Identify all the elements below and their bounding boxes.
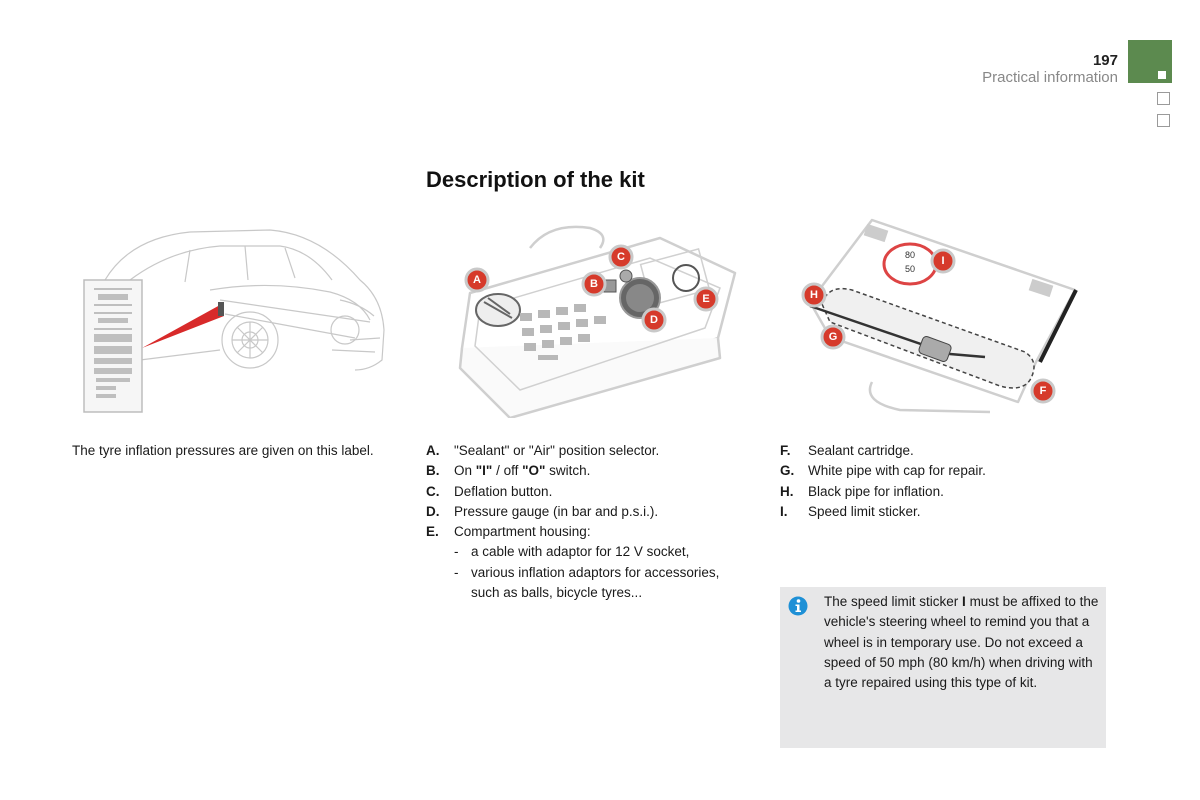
section-tab-empty-2 bbox=[1157, 114, 1170, 127]
legend-item-e: E. Compartment housing: bbox=[426, 524, 591, 540]
legend-item-a: A. "Sealant" or "Air" position selector. bbox=[426, 443, 660, 458]
legend-item-h: H. Black pipe for inflation. bbox=[780, 483, 944, 499]
section-tab-indicator bbox=[1158, 71, 1166, 79]
callout-c: C bbox=[617, 251, 625, 263]
callout-i: I bbox=[941, 255, 944, 267]
legend-item-f: F. Sealant cartridge. bbox=[780, 443, 914, 458]
legend-a-e: A. "Sealant" or "Air" position selector.… bbox=[426, 441, 736, 603]
callout-e: E bbox=[702, 293, 709, 305]
legend-item-c: C. Deflation button. bbox=[426, 483, 553, 499]
legend-item-b: B. On "I" / off "O" switch. bbox=[426, 463, 591, 479]
info-note-text: The speed limit sticker I must be affixe… bbox=[824, 594, 1099, 691]
callout-a: A bbox=[473, 274, 481, 286]
page-heading: Description of the kit bbox=[426, 167, 645, 192]
legend-item-g: G. White pipe with cap for repair. bbox=[780, 463, 986, 479]
info-note-box: The speed limit sticker I must be affixe… bbox=[780, 587, 1106, 748]
compressor-kit-illustration: A B C D E bbox=[458, 225, 737, 418]
sticker-speed-upper: 80 bbox=[905, 250, 915, 260]
legend-item-i: I. Speed limit sticker. bbox=[780, 503, 921, 519]
info-icon bbox=[788, 596, 808, 616]
section-title: Practical information bbox=[982, 69, 1118, 86]
section-tab-empty-1 bbox=[1157, 92, 1170, 105]
callout-b: B bbox=[590, 278, 598, 290]
callout-d: D bbox=[650, 314, 658, 326]
car-label-illustration bbox=[83, 229, 385, 413]
label-caption: The tyre inflation pressures are given o… bbox=[72, 443, 374, 458]
legend-subitem: - various inflation adaptors for accesso… bbox=[454, 564, 720, 601]
sealant-cartridge-illustration: 80 50 F G H I bbox=[801, 218, 1078, 414]
legend-f-i: F. Sealant cartridge. G. White pipe with… bbox=[780, 441, 1090, 522]
callout-f: F bbox=[1040, 385, 1047, 397]
legend-subitem: - a cable with adaptor for 12 V socket, bbox=[454, 544, 690, 560]
legend-item-d: D. Pressure gauge (in bar and p.s.i.). bbox=[426, 503, 659, 519]
page-number: 197 bbox=[1092, 52, 1118, 69]
callout-g: G bbox=[829, 331, 838, 343]
sticker-speed-lower: 50 bbox=[905, 264, 915, 274]
callout-h: H bbox=[810, 289, 818, 301]
